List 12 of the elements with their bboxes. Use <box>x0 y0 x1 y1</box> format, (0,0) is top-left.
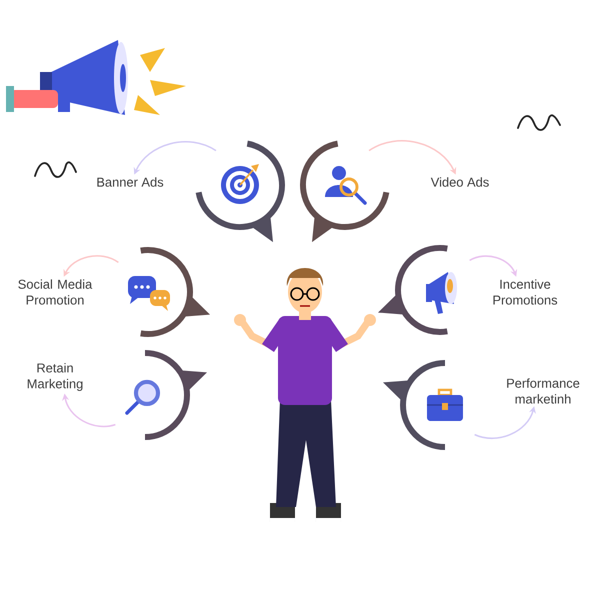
item-label: Social Media Promotion <box>18 279 92 305</box>
item-label: Incentive Promotions <box>493 279 558 305</box>
item-label: Video Ads <box>430 177 489 187</box>
magnifier-icon-drawing <box>125 350 208 440</box>
megaphone-icon-drawing <box>378 245 457 335</box>
chat-icon-drawing <box>128 247 210 337</box>
usersearch-icon-drawing <box>300 140 390 242</box>
item-label: Retain Marketing <box>28 363 82 391</box>
briefcase-icon-drawing <box>382 360 463 450</box>
item-label: Performance marketinh <box>507 378 580 404</box>
item-label: Banner Ads <box>97 177 164 187</box>
target-icon-drawing <box>196 140 285 242</box>
